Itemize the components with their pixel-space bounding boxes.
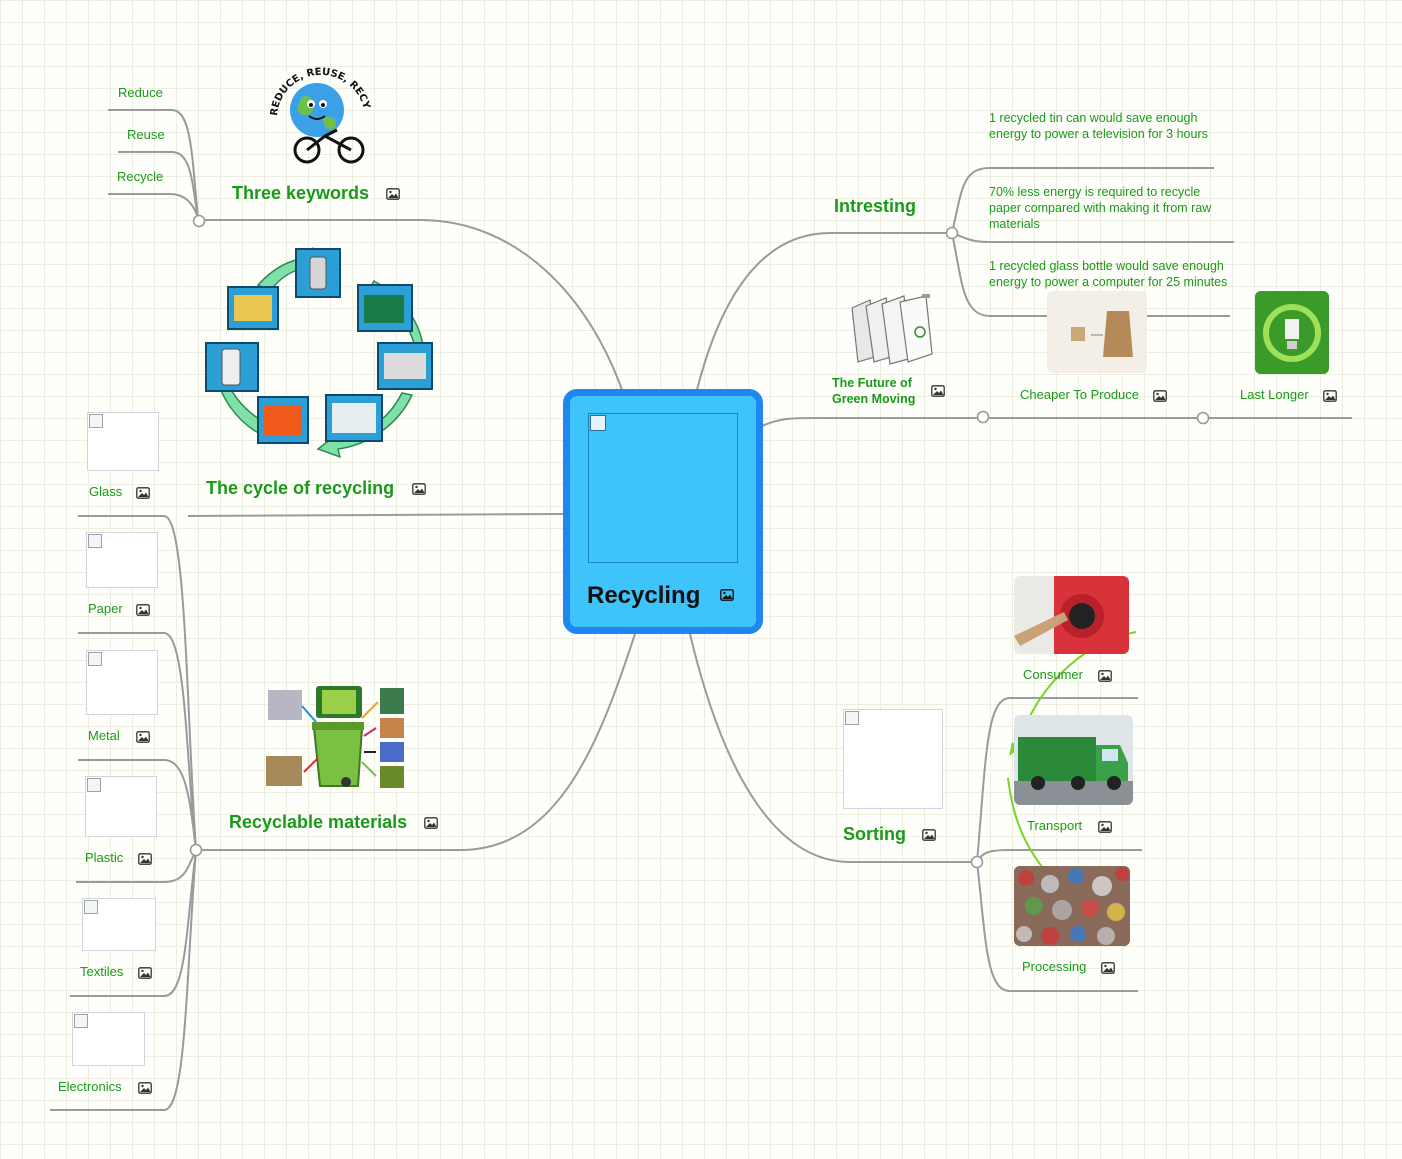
image-icon[interactable] (1098, 821, 1112, 833)
material-paper[interactable]: Paper (88, 601, 123, 616)
glass-image (87, 412, 159, 471)
future-cheaper[interactable]: Cheaper To Produce (1020, 387, 1140, 402)
sorting-image (843, 709, 943, 809)
central-image-placeholder (588, 413, 738, 563)
image-icon[interactable] (136, 604, 150, 616)
material-glass[interactable]: Glass (89, 484, 123, 499)
sorting-consumer[interactable]: Consumer (1023, 667, 1083, 682)
consumer-image (1014, 576, 1129, 654)
image-icon[interactable] (138, 967, 152, 979)
image-icon[interactable] (138, 1082, 152, 1094)
central-topic[interactable]: Recycling (563, 389, 763, 634)
material-textiles[interactable]: Textiles (80, 964, 124, 979)
sorting-transport[interactable]: Transport (1027, 818, 1083, 833)
recycling-cycle-image (204, 246, 434, 459)
transport-image (1014, 715, 1133, 805)
reduce-reuse-recycle-logo: REDUCE, REUSE, RECYCLE (265, 58, 372, 164)
paper-image (86, 532, 158, 588)
image-icon[interactable] (386, 188, 400, 200)
interesting-title[interactable]: Intresting (834, 196, 917, 216)
central-title: Recycling (587, 582, 701, 609)
last-longer-image (1255, 291, 1329, 374)
image-icon[interactable] (138, 853, 152, 865)
fact-paper[interactable]: 70% less energy is required to recycle p… (989, 185, 1212, 231)
image-icon[interactable] (1153, 390, 1167, 402)
image-icon[interactable] (1323, 390, 1337, 402)
image-icon[interactable] (931, 385, 945, 397)
fact-tin-can[interactable]: 1 recycled tin can would save enough ene… (989, 111, 1208, 141)
fact-glass-bottle[interactable]: 1 recycled glass bottle would save enoug… (989, 259, 1228, 289)
electronics-image (72, 1012, 145, 1066)
material-plastic[interactable]: Plastic (85, 850, 124, 865)
keyword-reduce[interactable]: Reduce (118, 85, 163, 100)
green-moving-bins-image (851, 294, 933, 365)
sorting-processing[interactable]: Processing (1022, 959, 1087, 974)
material-metal[interactable]: Metal (88, 728, 120, 743)
textiles-image (82, 898, 156, 951)
keyword-recycle[interactable]: Recycle (117, 169, 164, 184)
image-icon[interactable] (720, 589, 734, 601)
image-icon[interactable] (136, 731, 150, 743)
cheaper-to-produce-image (1047, 291, 1147, 373)
material-electronics[interactable]: Electronics (58, 1079, 122, 1094)
materials-title[interactable]: Recyclable materials (229, 812, 408, 832)
future-last-longer[interactable]: Last Longer (1240, 387, 1309, 402)
image-icon[interactable] (136, 487, 150, 499)
sorting-title[interactable]: Sorting (843, 824, 906, 844)
metal-image (86, 650, 158, 715)
future-title[interactable]: The Future of Green Moving (832, 376, 916, 406)
plastic-image (85, 776, 157, 837)
image-icon[interactable] (412, 483, 426, 495)
image-icon[interactable] (922, 829, 936, 841)
image-icon[interactable] (424, 817, 438, 829)
recyclable-materials-image (266, 686, 404, 788)
processing-image (1014, 866, 1130, 946)
image-icon[interactable] (1098, 670, 1112, 682)
image-icon[interactable] (1101, 962, 1115, 974)
three-keywords-title[interactable]: Three keywords (232, 183, 370, 203)
cycle-title[interactable]: The cycle of recycling (206, 478, 395, 498)
keyword-reuse[interactable]: Reuse (127, 127, 165, 142)
